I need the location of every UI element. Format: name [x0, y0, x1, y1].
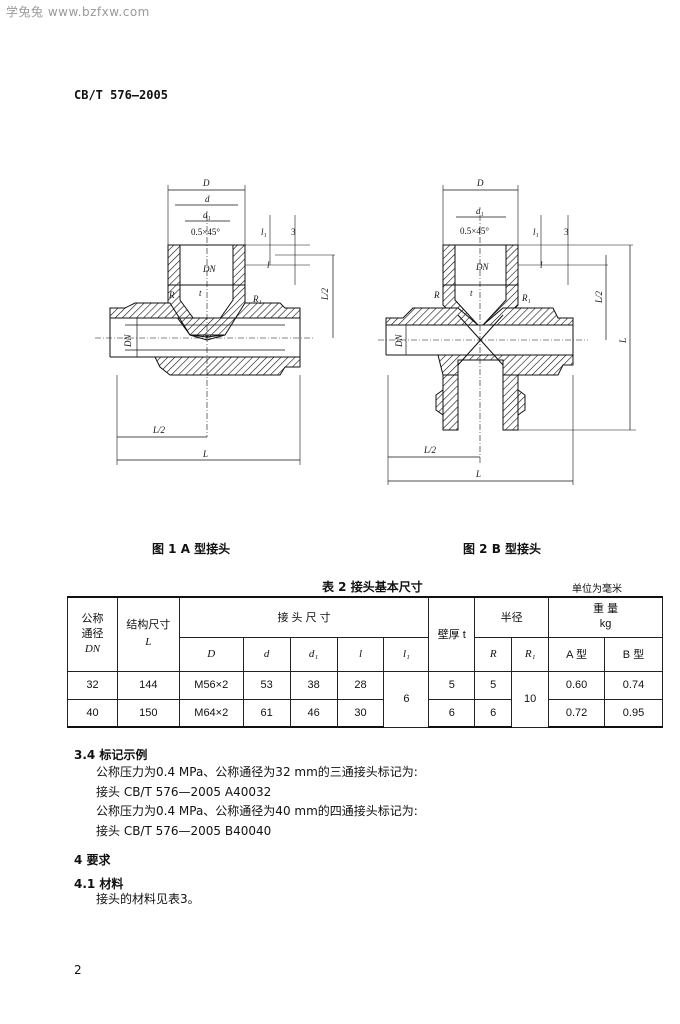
- fig2-label-3: 3: [564, 227, 569, 237]
- header-joint-dims: 接 头 尺 寸: [178, 596, 430, 638]
- fig2-label-DN-side: DN: [394, 334, 404, 348]
- standard-number: CB/T 576—2005: [74, 88, 168, 102]
- fig1-label-chamfer: 0.5×45°: [191, 227, 220, 237]
- fig1-label-l1: l₁: [261, 227, 267, 237]
- section-3-4-line3: 公称压力为0.4 MPa、公称通径为40 mm的四通接头标记为:: [96, 804, 418, 818]
- figure-2-caption: 图 2 B 型接头: [463, 542, 542, 556]
- section-3-4-line2: 接头 CB/T 576—2005 A40032: [96, 785, 272, 799]
- header-l: l: [336, 636, 385, 672]
- fig2-label-l1: l₁: [533, 227, 539, 237]
- cell-weight-b: 0.95: [604, 698, 663, 728]
- figure-1-drawing: D d d₁ 0.5×45° l₁ 3 l DN R t R₁ L/2 DN L…: [95, 175, 345, 474]
- fig2-label-DN-top: DN: [475, 262, 489, 272]
- cell-R1: 10: [511, 670, 550, 728]
- cell-D: M56×2: [178, 670, 244, 700]
- table-unit: 单位为毫米: [572, 584, 622, 595]
- fig2-label-L-side: L: [618, 338, 628, 344]
- header-D: D: [178, 636, 244, 672]
- section-4-1-heading: 4.1 材料: [74, 877, 124, 891]
- cell-R: 5: [474, 670, 513, 700]
- figure-1-caption: 图 1 A 型接头: [152, 542, 231, 556]
- section-3-4-line1: 公称压力为0.4 MPa、公称通径为32 mm的三通接头标记为:: [96, 765, 418, 779]
- fig2-label-R1: R₁: [521, 293, 531, 303]
- header-wall: 壁厚 t: [428, 596, 476, 672]
- section-4-1-line1: 接头的材料见表3。: [96, 892, 200, 906]
- cell-D: M64×2: [178, 698, 244, 728]
- fig2-label-chamfer: 0.5×45°: [460, 226, 489, 236]
- figure-2-drawing: D d₁ 0.5×45° l₁ 3 l DN R t R₁ L/2 L DN L…: [378, 175, 640, 494]
- fig2-label-L: L: [475, 469, 481, 479]
- fig1-label-D: D: [202, 178, 210, 188]
- table-row: 32 144 M56×2 53 38 28 6 5 5 10 0.60 0.74: [67, 670, 663, 728]
- cell-wall: 6: [428, 698, 476, 728]
- fig2-label-L2-bottom: L/2: [423, 445, 437, 455]
- fig1-label-d: d: [205, 194, 210, 204]
- cell-l: 144: [116, 670, 180, 700]
- header-d1: d₁: [289, 636, 338, 672]
- header-B: B 型: [604, 636, 663, 672]
- fig1-label-3: 3: [291, 227, 296, 237]
- header-R: R: [474, 636, 513, 672]
- header-A: A 型: [548, 636, 606, 672]
- cell-weight-a: 0.60: [548, 670, 606, 700]
- cell-l1: 6: [383, 670, 430, 728]
- section-3-4-line4: 接头 CB/T 576—2005 B40040: [96, 824, 272, 838]
- fig1-label-L2-bottom: L/2: [152, 425, 166, 435]
- fig2-label-l: l: [540, 260, 543, 270]
- fig1-label-l: l: [267, 260, 270, 270]
- page-number: 2: [74, 963, 82, 977]
- cell-wall: 5: [428, 670, 476, 700]
- cell-l-len: 28: [336, 670, 385, 700]
- fig1-label-R1: R₁: [252, 294, 262, 304]
- fig2-label-R: R: [433, 290, 440, 300]
- cell-R: 6: [474, 698, 513, 728]
- fig1-label-t: t: [199, 288, 202, 298]
- fig1-label-R: R: [168, 290, 175, 300]
- header-d: d: [242, 636, 291, 672]
- fig1-label-d1: d₁: [203, 210, 211, 220]
- fig1-label-DN-side: DN: [123, 334, 133, 348]
- cell-d1: 46: [289, 698, 338, 728]
- fig1-label-L2: L/2: [320, 287, 330, 301]
- cell-l-len: 30: [336, 698, 385, 728]
- cell-dn: 32: [67, 670, 118, 700]
- fig2-label-L2: L/2: [594, 290, 604, 304]
- header-radius: 半径: [474, 596, 550, 638]
- section-4-heading: 4 要求: [74, 853, 111, 867]
- cell-weight-a: 0.72: [548, 698, 606, 728]
- table-row: 40 150 M64×2 61 46 30 6 6 0.72 0.95: [67, 698, 663, 728]
- cell-d: 61: [242, 698, 291, 728]
- watermark: 学兔兔 www.bzfxw.com: [6, 5, 150, 19]
- fig2-label-D: D: [476, 178, 484, 188]
- table-title: 表 2 接头基本尺寸: [322, 580, 423, 594]
- cell-dn: 40: [67, 698, 118, 728]
- fig2-label-d1: d₁: [476, 206, 484, 216]
- section-3-4-heading: 3.4 标记示例: [74, 748, 148, 762]
- cell-l: 150: [116, 698, 180, 728]
- cell-weight-b: 0.74: [604, 670, 663, 700]
- header-R1: R₁: [511, 636, 550, 672]
- fig2-label-t: t: [470, 288, 473, 298]
- cell-d1: 38: [289, 670, 338, 700]
- cell-d: 53: [242, 670, 291, 700]
- fig1-label-DN-top: DN: [202, 264, 216, 274]
- header-l1: l₁: [383, 636, 430, 672]
- fig1-label-L: L: [202, 449, 208, 459]
